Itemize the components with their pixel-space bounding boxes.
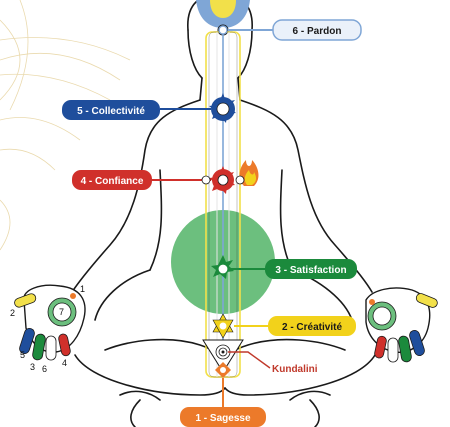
left-finger-green — [32, 333, 46, 361]
label-kundalini: Kundalini — [272, 364, 318, 375]
label-sagesse-text: 1 - Sagesse — [195, 413, 250, 424]
chakra-1-symbol — [215, 362, 231, 410]
chakra-6-node — [218, 25, 228, 35]
finger-number-3: 3 — [30, 362, 35, 372]
right-hand-orange-dot — [369, 299, 375, 305]
label-pardon: 6 - Pardon — [272, 19, 362, 41]
label-kundalini-text: Kundalini — [272, 364, 318, 375]
label-confiance: 4 - Confiance — [72, 170, 152, 190]
label-pardon-text: 6 - Pardon — [293, 26, 342, 37]
chakra-4-symbol — [209, 166, 235, 194]
label-collectivite: 5 - Collectivité — [62, 100, 160, 120]
label-confiance-text: 4 - Confiance — [81, 176, 144, 187]
right-finger-red — [374, 335, 387, 359]
meditating-body-outline — [71, 0, 376, 427]
label-collectivite-text: 5 - Collectivité — [77, 106, 145, 117]
left-finger-red — [58, 333, 71, 357]
left-finger-white — [45, 335, 57, 361]
right-finger-blue — [409, 329, 425, 357]
finger-number-6: 6 — [42, 364, 47, 374]
label-creativite-text: 2 - Créativité — [282, 322, 342, 333]
right-thumb-yellow — [415, 293, 438, 308]
finger-number-7: 7 — [59, 307, 64, 317]
finger-number-2: 2 — [10, 308, 15, 318]
chakra-5-symbol — [209, 93, 236, 123]
mandala-decoration — [0, 0, 131, 251]
label-connectors — [150, 29, 275, 369]
left-hand-orange-dot — [70, 293, 76, 299]
label-creativite: 2 - Créativité — [268, 316, 356, 336]
label-sagesse: 1 - Sagesse — [180, 407, 266, 427]
label-satisfaction: 3 - Satisfaction — [265, 259, 357, 279]
finger-number-4: 4 — [62, 358, 67, 368]
left-hand — [14, 284, 86, 361]
finger-number-1: 1 — [80, 284, 85, 294]
right-finger-green — [398, 335, 412, 363]
chakra-2-symbol — [212, 313, 234, 339]
right-finger-white — [387, 337, 399, 363]
left-finger-blue — [19, 327, 35, 355]
right-hand — [365, 287, 438, 363]
left-thumb-yellow — [14, 293, 37, 308]
label-satisfaction-text: 3 - Satisfaction — [275, 265, 346, 276]
finger-number-5: 5 — [20, 350, 25, 360]
chakra-3-symbol — [211, 255, 234, 279]
finger-numbers: 1 2 3 4 5 6 7 — [10, 284, 85, 374]
